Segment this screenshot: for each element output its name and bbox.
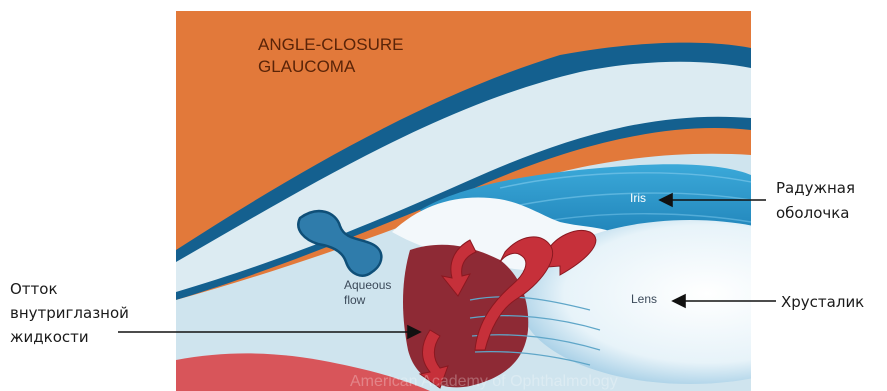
iris-inner-label: Iris xyxy=(630,191,646,205)
iris-callout-label-line-1: Радужная xyxy=(776,179,855,197)
lens-inner-label: Lens xyxy=(631,292,657,306)
title-line-2: GLAUCOMA xyxy=(258,57,356,76)
lens-callout-label: Хрусталик xyxy=(781,293,864,311)
title-line-1: ANGLE-CLOSURE xyxy=(258,35,403,54)
eye-illustration: ANGLE-CLOSURE GLAUCOMA Iris Lens Aqueous… xyxy=(176,11,860,391)
outflow-callout-label-line-3: жидкости xyxy=(10,328,89,346)
outflow-callout-label-line-1: Отток xyxy=(10,280,58,298)
outflow-callout-label-line-2: внутриглазной xyxy=(10,304,129,322)
copyright-watermark: American Academy of Ophthalmology xyxy=(350,373,618,390)
aqueous-label-line-2: flow xyxy=(344,293,366,307)
aqueous-label-line-1: Aqueous xyxy=(344,278,391,292)
iris-callout-label-line-2: оболочка xyxy=(776,204,849,222)
